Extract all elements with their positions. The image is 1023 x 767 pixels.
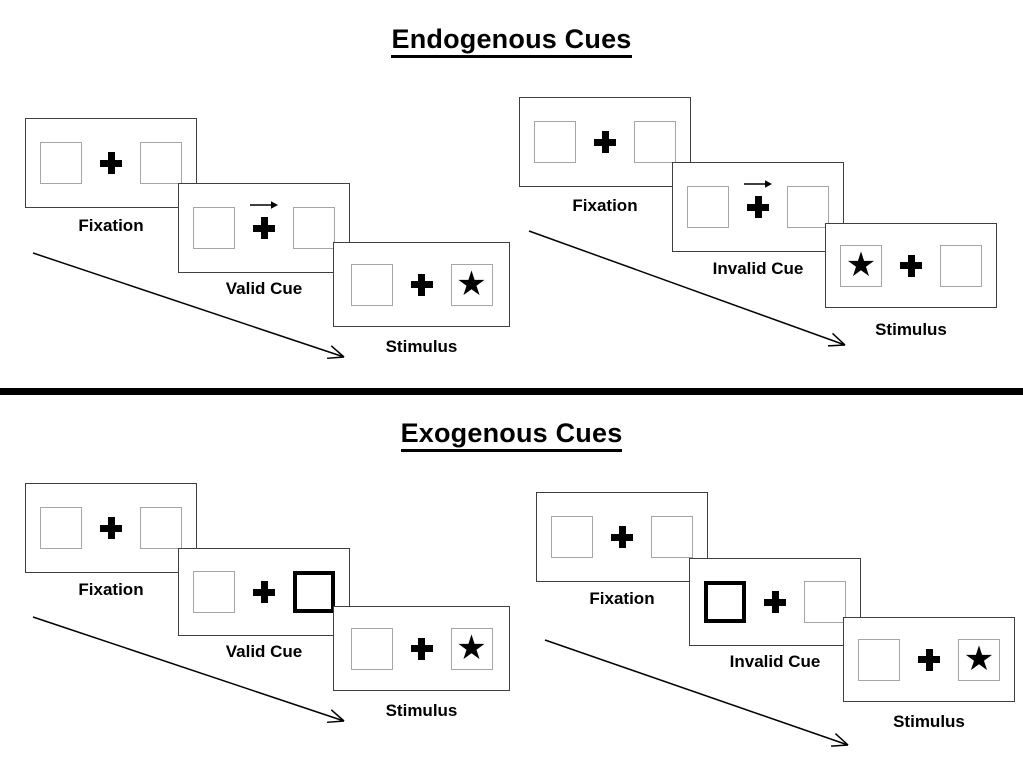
- left-placeholder-box: [193, 571, 235, 613]
- star-icon: ★: [845, 245, 877, 284]
- right-placeholder-box: ★: [450, 263, 493, 306]
- left-placeholder-box: [534, 121, 576, 163]
- fixation-cross-area: [410, 637, 433, 660]
- section-title-text: Exogenous Cues: [400, 418, 623, 452]
- display-contents: [534, 121, 676, 163]
- panel-caption-valid-cue: Valid Cue: [225, 642, 303, 661]
- left-placeholder-box: [350, 263, 393, 306]
- left-placeholder-box: [551, 516, 593, 558]
- display-contents: ★: [858, 638, 1000, 681]
- display-contents: [551, 516, 693, 558]
- plus-icon: [253, 217, 275, 239]
- display-panel-fixation: [536, 492, 708, 582]
- fixation-cross-area: [918, 648, 940, 671]
- left-placeholder-box: [40, 507, 82, 549]
- right-placeholder-box-cued: [293, 571, 335, 613]
- fixation-cross-area: [594, 131, 616, 153]
- panel-caption-valid-cue: Valid Cue: [225, 279, 303, 298]
- section-title-endogenous: Endogenous Cues: [0, 24, 1023, 58]
- display-panel-stimulus: ★: [843, 617, 1015, 702]
- fixation-cross-area: [100, 152, 122, 174]
- display-panel-stimulus: ★: [825, 223, 997, 308]
- plus-icon: [764, 591, 786, 613]
- left-placeholder-box: [687, 186, 729, 228]
- right-placeholder-box: [651, 516, 693, 558]
- right-placeholder-box: [787, 186, 829, 228]
- right-arrow-cue-icon: [744, 180, 772, 188]
- left-placeholder-box: ★: [840, 244, 882, 287]
- plus-icon: [100, 517, 122, 539]
- fixation-cross-area: [253, 581, 275, 603]
- fixation-cross-area: [611, 526, 633, 548]
- display-contents: [193, 201, 335, 249]
- plus-icon: [253, 581, 275, 603]
- panel-caption-invalid-cue: Invalid Cue: [712, 259, 804, 278]
- plus-icon: [100, 152, 122, 174]
- fixation-cross-area: [250, 201, 278, 239]
- right-placeholder-box: [634, 121, 676, 163]
- display-panel-fixation: [519, 97, 691, 187]
- display-contents: ★: [350, 263, 493, 306]
- plus-icon: [747, 196, 769, 218]
- panel-caption-stimulus: Stimulus: [385, 337, 458, 356]
- left-placeholder-box-cued: [704, 581, 746, 623]
- panel-caption-stimulus: Stimulus: [385, 701, 458, 720]
- fixation-cross-area: [100, 517, 122, 539]
- display-panel-fixation: [25, 118, 197, 208]
- panel-caption-stimulus: Stimulus: [893, 712, 965, 731]
- display-contents: ★: [350, 627, 493, 670]
- star-icon: ★: [963, 639, 995, 678]
- plus-icon: [900, 254, 922, 277]
- panel-caption-fixation: Fixation: [78, 580, 144, 599]
- panel-caption-stimulus: Stimulus: [875, 320, 947, 339]
- right-placeholder-box: [140, 507, 182, 549]
- plus-icon: [918, 648, 940, 671]
- display-contents: [193, 571, 335, 613]
- left-placeholder-box: [40, 142, 82, 184]
- panel-caption-fixation: Fixation: [589, 589, 655, 608]
- right-placeholder-box: [804, 581, 846, 623]
- plus-icon: [594, 131, 616, 153]
- display-panel-valid-cue: [178, 548, 350, 636]
- display-contents: ★: [840, 244, 982, 287]
- display-panel-invalid-cue: [689, 558, 861, 646]
- right-arrow-cue-icon: [250, 201, 278, 209]
- right-placeholder-box: ★: [450, 627, 493, 670]
- right-placeholder-box: [940, 244, 982, 287]
- display-panel-stimulus: ★: [333, 606, 510, 691]
- section-divider: [0, 388, 1023, 395]
- display-panel-fixation: [25, 483, 197, 573]
- fixation-cross-area: [744, 180, 772, 218]
- panel-caption-fixation: Fixation: [572, 196, 638, 215]
- fixation-cross-area: [410, 273, 433, 296]
- star-icon: ★: [456, 264, 487, 303]
- fixation-cross-area: [764, 591, 786, 613]
- section-title-exogenous: Exogenous Cues: [0, 418, 1023, 452]
- display-contents: [40, 507, 182, 549]
- left-placeholder-box: [350, 627, 393, 670]
- left-placeholder-box: [858, 638, 900, 681]
- right-placeholder-box: [293, 207, 335, 249]
- panel-caption-invalid-cue: Invalid Cue: [729, 652, 821, 671]
- display-contents: [40, 142, 182, 184]
- display-panel-invalid-cue: [672, 162, 844, 252]
- fixation-cross-area: [900, 254, 922, 277]
- display-contents: [687, 180, 829, 228]
- plus-icon: [611, 526, 633, 548]
- display-contents: [704, 581, 846, 623]
- display-panel-valid-cue: [178, 183, 350, 273]
- display-panel-stimulus: ★: [333, 242, 510, 327]
- star-icon: ★: [456, 628, 487, 667]
- left-placeholder-box: [193, 207, 235, 249]
- plus-icon: [410, 637, 433, 660]
- right-placeholder-box: [140, 142, 182, 184]
- section-title-text: Endogenous Cues: [391, 24, 632, 58]
- panel-caption-fixation: Fixation: [78, 216, 144, 235]
- plus-icon: [410, 273, 433, 296]
- right-placeholder-box: ★: [958, 638, 1000, 681]
